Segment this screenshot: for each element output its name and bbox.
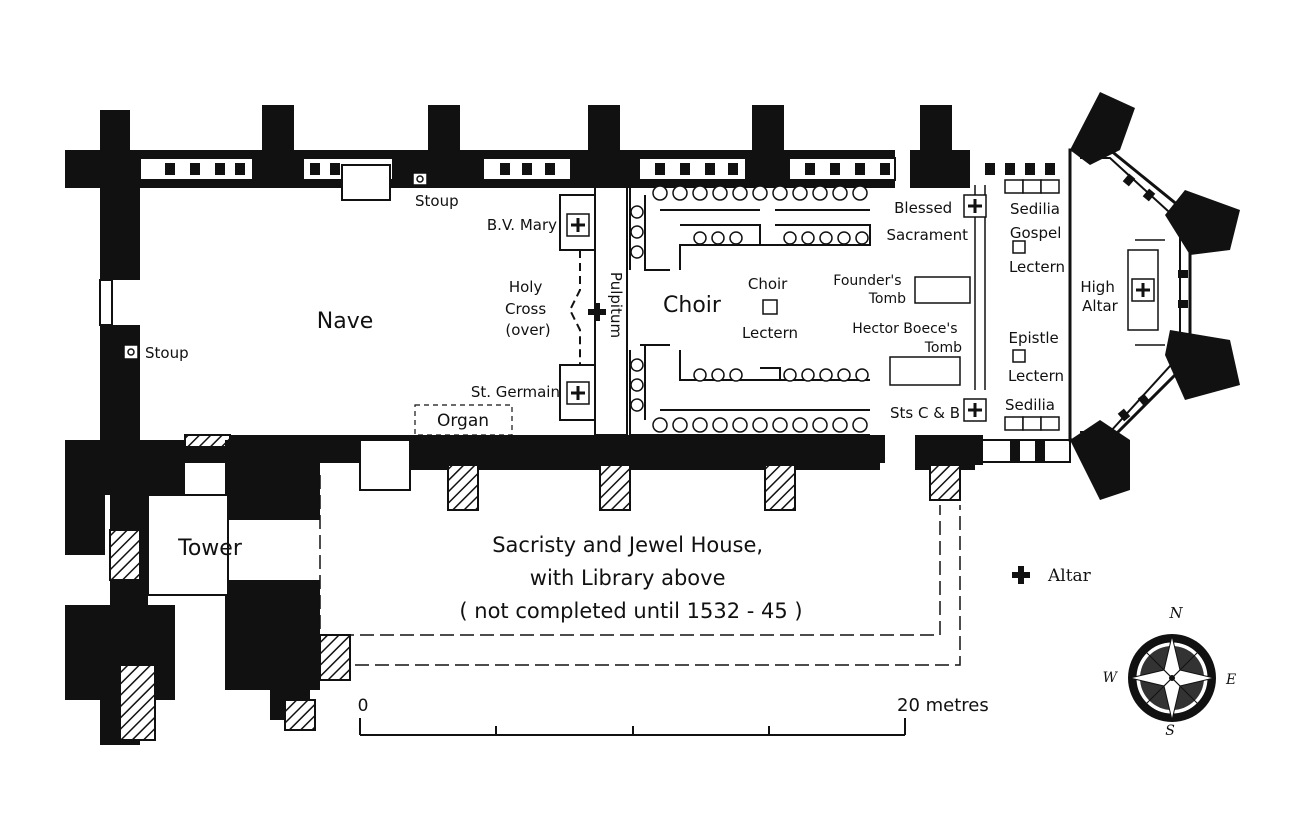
sedilia-south-seats [1004, 416, 1060, 431]
altar-icons [566, 194, 1155, 422]
gospel-lectern-box [1012, 240, 1026, 254]
altar-blessed-sacrament-icon [963, 194, 987, 218]
blessed-sacrament-label: Blessed Sacrament [886, 199, 968, 244]
organ-label: Organ [437, 411, 489, 431]
north-mullions [165, 163, 1055, 175]
tower-label: Tower [177, 536, 243, 561]
sacristy-label: Sacristy and Jewel House, with Library a… [459, 533, 802, 623]
scale-bar [359, 718, 906, 736]
epistle-lectern-box [1012, 349, 1026, 363]
stoup-north-label: Stoup [415, 192, 459, 210]
founders-tomb [914, 276, 971, 304]
stoup-north-box [412, 172, 428, 186]
stall-seats [630, 185, 869, 433]
altar-sts-c-b-icon [963, 398, 987, 422]
north-wall [65, 105, 1055, 280]
choir-lectern-label: Choir Lectern [742, 275, 798, 342]
scale-end-label: 20 metres [897, 695, 989, 716]
pulpitum-label: Pulpitum [607, 272, 625, 338]
stoup-west-label: Stoup [145, 344, 189, 362]
st-germain-label: St. Germain [471, 383, 560, 401]
choir-label: Choir [663, 293, 722, 318]
stoup-west-box [123, 344, 139, 360]
high-altar-label: High Altar [1080, 278, 1119, 315]
hector-boece-tomb [889, 356, 961, 386]
sedilia-north-seats [1004, 179, 1060, 194]
sedilia-north-label: Sedilia [1010, 200, 1060, 218]
sacristy-outline [319, 475, 961, 666]
choir-stalls-north [629, 184, 871, 271]
north-door [341, 164, 391, 201]
founders-tomb-label: Founder's Tomb [833, 273, 906, 307]
sts-c-b-label: Sts C & B [890, 404, 960, 422]
legend-altar-icon [1012, 566, 1030, 584]
holy-cross-icon [588, 303, 606, 321]
epistle-lectern-label: Epistle Lectern [1008, 329, 1064, 385]
altar-bv-mary-icon [566, 213, 590, 237]
compass-s: S [1165, 723, 1175, 739]
compass-n: N [1168, 604, 1183, 622]
plan-labels: Nave Choir Tower Pulpitum Stoup Stoup B.… [145, 192, 1119, 623]
organ-outline [414, 404, 513, 436]
tower-block [65, 440, 351, 745]
bv-mary-label: B.V. Mary [487, 216, 557, 234]
compass-w: W [1103, 670, 1119, 686]
sanctuary-rail [974, 185, 1165, 390]
choir-lectern-box [762, 299, 778, 315]
legend: Altar [1012, 566, 1092, 586]
high-altar-icon [1131, 278, 1155, 302]
tower-interior [147, 494, 229, 596]
south-hatched-buttresses [184, 434, 961, 511]
altar-st-germain-icon [566, 381, 590, 405]
compass-e: E [1225, 672, 1236, 688]
scale-start-label: 0 [358, 696, 369, 716]
nave-label: Nave [317, 309, 374, 334]
compass-rose [1128, 634, 1216, 722]
holy-cross-label: Holy Cross (over) [505, 278, 551, 339]
west-wall [65, 150, 185, 495]
sedilia-south-label: Sedilia [1005, 396, 1055, 414]
legend-altar-label: Altar [1047, 566, 1092, 586]
gospel-lectern-label: Gospel Lectern [1009, 224, 1066, 276]
hector-tomb-label: Hector Boece's Tomb [852, 321, 962, 356]
